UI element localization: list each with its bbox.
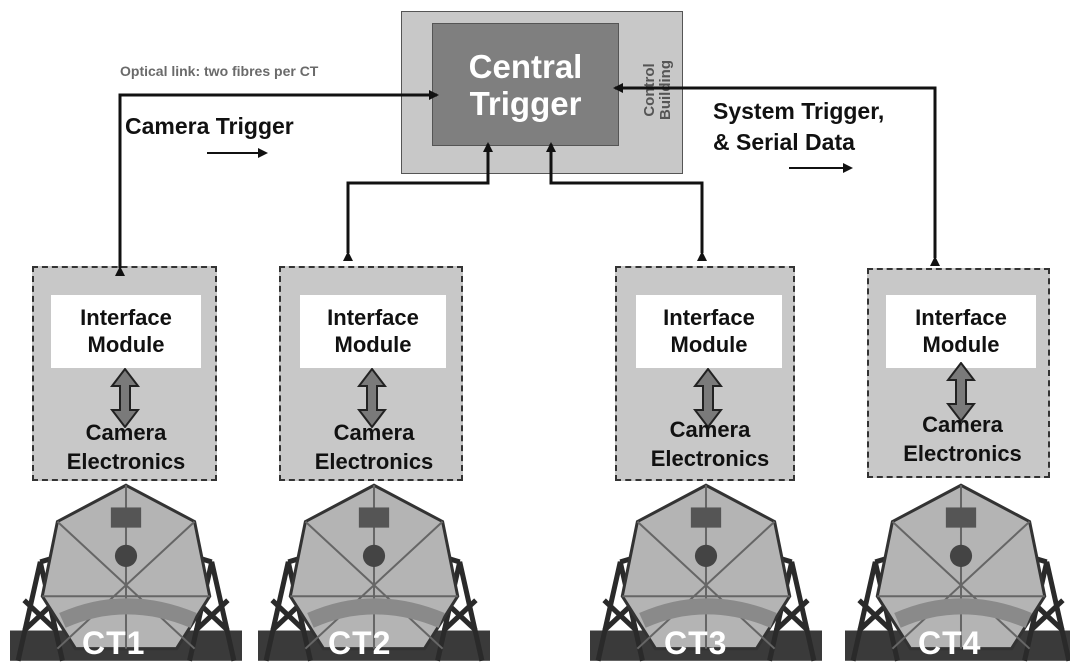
central-trigger-label: Central Trigger — [468, 48, 583, 122]
telescope-icon — [590, 483, 822, 662]
telescope-icon — [258, 483, 490, 662]
camera-electronics-label: Camera Electronics — [903, 412, 1022, 466]
telescope-icon — [845, 483, 1070, 662]
system-trigger-label: System Trigger, & Serial Data — [713, 98, 885, 155]
telescope-tag: CT3 — [664, 625, 728, 661]
bidirectional-arrow-icon — [110, 368, 140, 428]
optical-link-label: Optical link: two fibres per CT — [120, 63, 319, 79]
bidirectional-arrow-icon — [946, 362, 976, 422]
interface-module-box: Interface Module — [886, 295, 1036, 368]
telescope-tag: CT1 — [82, 625, 146, 661]
interface-module-box: Interface Module — [51, 295, 201, 368]
camera-electronics-label: Camera Electronics — [66, 420, 186, 474]
telescope-icon — [10, 483, 242, 662]
control-building-label: Control Building — [641, 60, 674, 120]
interface-module-box: Interface Module — [300, 295, 446, 368]
bidirectional-arrow-icon — [693, 368, 723, 428]
bidirectional-arrow-icon — [357, 368, 387, 428]
telescope-tag: CT4 — [918, 625, 982, 661]
telescope-tag: CT2 — [328, 625, 392, 661]
camera-trigger-label: Camera Trigger — [125, 113, 294, 139]
interface-module-box: Interface Module — [636, 295, 782, 368]
camera-electronics-label: Camera Electronics — [650, 417, 770, 471]
central-trigger-box — [432, 23, 619, 146]
camera-electronics-label: Camera Electronics — [314, 420, 434, 474]
